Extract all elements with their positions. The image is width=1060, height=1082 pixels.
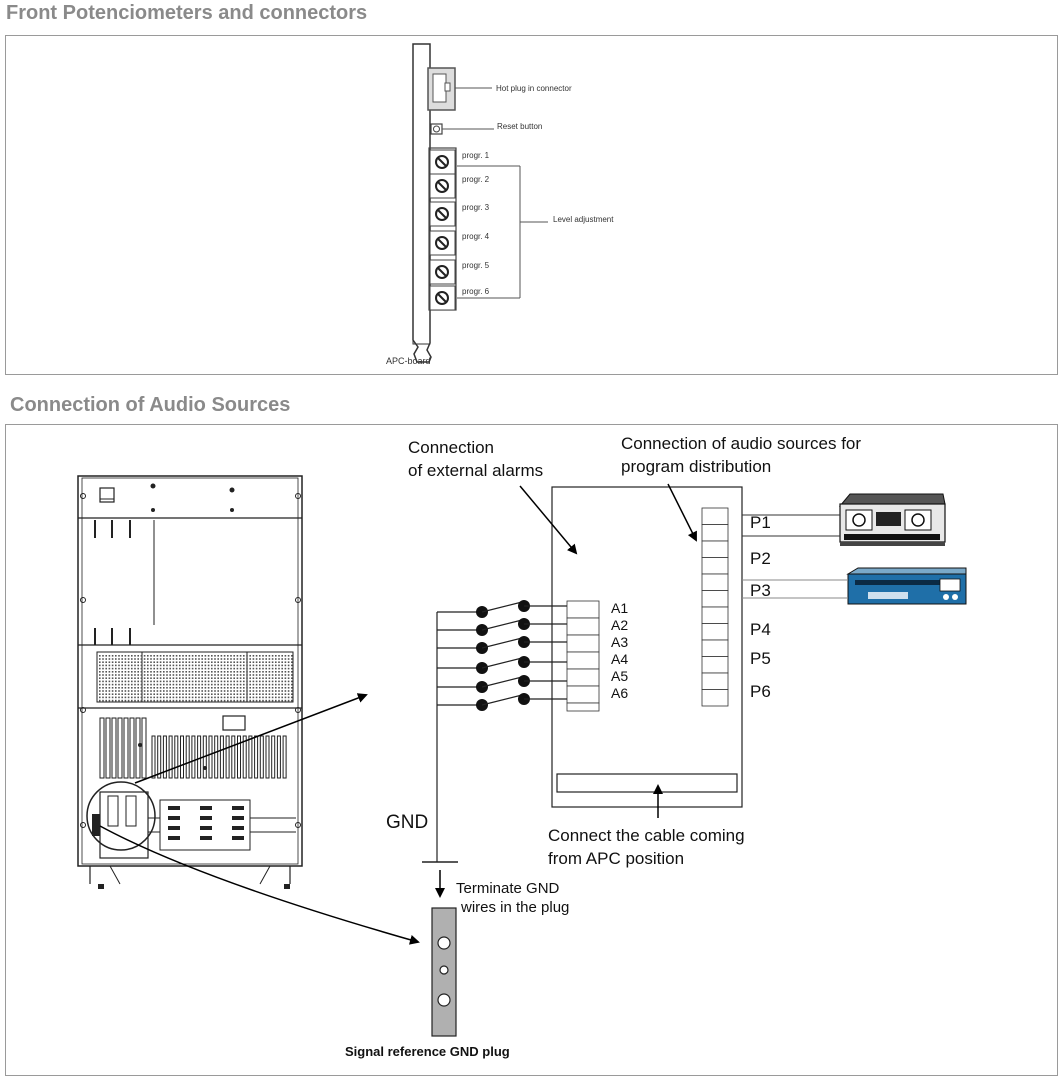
alarm-terminal-label: A3 [611,634,628,650]
potentiometer-icon [435,207,449,221]
program-terminal-label: P3 [750,581,771,600]
sources-label-line2: program distribution [621,457,771,476]
prog-label: progr. 1 [462,151,490,160]
zoom-circle [86,781,156,851]
pot-slot [437,181,447,191]
terminate-label-line2: wires in the plug [460,899,569,916]
potentiometers: progr. 1 progr. 2 progr. 3 progr. 4 progr. 5… [429,149,490,311]
pot-slot [437,238,447,248]
pot-cell [429,285,456,311]
program-terminal [701,590,729,608]
sources-label-line1: Connection of audio sources for [621,434,861,453]
prog-label: progr. 5 [462,261,490,270]
cable-label-line1: Connect the cable coming [548,826,745,845]
program-terminal [701,540,729,558]
apc-cable-slot [556,773,738,793]
pot-slot [437,293,447,303]
alarm-terminal-block [566,600,600,712]
pot-slot [437,209,447,219]
audio-section-title: Connection of Audio Sources [10,394,291,416]
alarms-label-line2: of external alarms [408,461,543,480]
front-section-title: Front Potenciometers and connectors [6,2,368,24]
alarm-terminal-label: A4 [611,651,628,667]
pot-slot [437,157,447,167]
cable-label-line2: from APC position [548,849,684,868]
terminate-label-line1: Terminate GND [456,880,560,897]
reset-label: Reset button [497,122,542,131]
alarm-wires [437,600,567,711]
program-terminal [701,524,729,542]
pot-slot [437,267,447,277]
alarm-terminal [566,668,600,687]
cabinet-terminal-block [168,806,244,840]
program-terminal [701,656,729,674]
program-terminal [701,623,729,641]
program-terminal [701,507,729,525]
potentiometer-icon [435,291,449,305]
program-terminal-label: P4 [750,620,771,639]
hot-plug-label: Hot plug in connector [496,84,572,93]
program-terminal-label: P2 [750,549,771,568]
zoom-arrow-panel [134,693,368,784]
alarm-terminal [566,634,600,653]
program-terminal [701,606,729,624]
cd-player-device [846,567,967,605]
program-terminal [701,557,729,575]
alarm-terminal [566,600,600,619]
program-terminal-block [701,507,729,707]
program-terminal-label: P5 [750,649,771,668]
potentiometer-icon [435,179,449,193]
potentiometer-icon [435,236,449,250]
alarm-terminal-label: A5 [611,668,628,684]
alarm-terminal [566,685,600,704]
cabinet-vent-grille [96,651,294,703]
alarm-terminal [566,651,600,670]
sources-arrow [667,483,697,542]
program-terminal [701,689,729,707]
cabinet-card-slots [99,717,287,779]
gnd-plug-label: Signal reference GND plug [345,1044,510,1059]
prog-label: progr. 6 [462,287,490,296]
potentiometer-icon [435,155,449,169]
program-terminal [701,573,729,591]
alarms-arrow [519,485,578,555]
alarm-terminal-label: A6 [611,685,628,701]
level-bracket [457,165,548,299]
pot-cell [429,201,456,227]
level-adjustment-label: Level adjustment [553,215,614,224]
program-terminal [701,672,729,690]
alarm-terminal-label: A1 [611,600,628,616]
gnd-plug [431,907,457,1037]
program-terminal [701,639,729,657]
reset-button [430,123,494,135]
program-terminal-label: P1 [750,513,771,532]
alarm-terminal [566,617,600,636]
alarms-label-line1: Connection [408,438,494,457]
prog-label: progr. 3 [462,203,490,212]
zoom-arrow-plug [99,825,420,945]
alarm-terminal-label: A2 [611,617,628,633]
front-diagram-frame [5,35,1058,375]
tape-deck-device [838,493,946,546]
program-terminal-label: P6 [750,682,771,701]
hot-plug-connector [427,67,492,111]
apc-board-label: APC-board [386,356,431,366]
prog-label: progr. 4 [462,232,490,241]
gnd-label: GND [386,812,428,833]
prog-label: progr. 2 [462,175,490,184]
potentiometer-icon [435,265,449,279]
